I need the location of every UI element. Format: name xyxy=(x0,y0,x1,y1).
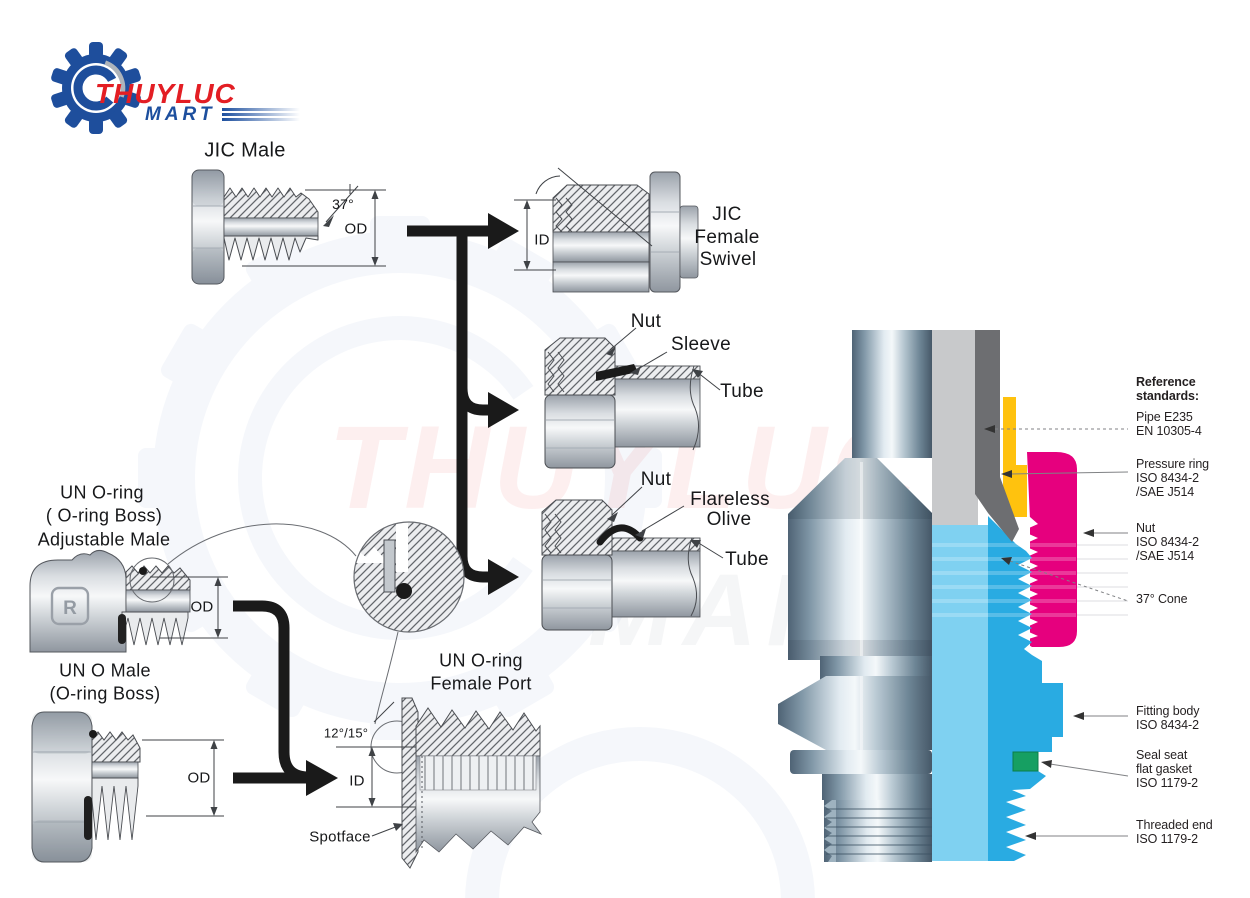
ref-seal-seat: Seal seat flat gasket ISO 1179-2 xyxy=(1136,748,1198,790)
ref-body-line1: Fitting body xyxy=(1136,704,1200,718)
sleeve-tube-label: Tube xyxy=(720,381,764,402)
ref-nut-line1: Nut xyxy=(1136,521,1156,535)
jic-male-title: JIC Male xyxy=(204,139,286,162)
ref-seal-line2: flat gasket xyxy=(1136,762,1192,776)
un-o-male-od: OD xyxy=(187,769,211,787)
reference-heading: Reference standards: xyxy=(1136,375,1199,403)
assembly-tube-3d xyxy=(852,330,932,458)
nut-section xyxy=(1027,452,1077,647)
assembly-nut-3d xyxy=(788,458,932,660)
tube-wall-section xyxy=(975,330,1019,542)
oring-detail-circle xyxy=(353,521,465,774)
ref-pipe-line1: Pipe E235 xyxy=(1136,410,1193,424)
ref-pipe-line2: EN 10305-4 xyxy=(1136,424,1202,438)
seal-gasket-section xyxy=(1012,751,1039,772)
un-o-male-title-line1: UN O Male xyxy=(59,660,151,681)
assembly-threads-3d xyxy=(824,800,932,862)
reference-leaders xyxy=(984,425,1129,840)
flareless-fitting-drawing xyxy=(541,486,724,631)
ref-seal-line3: ISO 1179-2 xyxy=(1136,776,1199,790)
adjustable-title-line1: UN O-ring xyxy=(60,482,144,503)
female-port-id: ID xyxy=(349,772,365,790)
assembly-body-hex-3d xyxy=(778,676,932,750)
reference-heading-line1: Reference xyxy=(1136,375,1196,389)
ref-threaded-end: Threaded end ISO 1179-2 xyxy=(1136,818,1213,846)
jic-male-od: OD xyxy=(344,220,368,238)
ref-nut-line2: ISO 8434-2 xyxy=(1136,535,1199,549)
flareless-olive-label2: Olive xyxy=(706,509,752,530)
jic-female-title-line1: JIC xyxy=(712,204,742,225)
jic-female-title-line2: Female xyxy=(694,227,760,248)
jic-male-drawing xyxy=(191,169,386,285)
logo-brand-text: THUYLUC xyxy=(95,78,236,109)
flow-arrows-top xyxy=(407,225,489,583)
logo-sub-text: MART xyxy=(145,104,216,125)
ref-pipe: Pipe E235 EN 10305-4 xyxy=(1136,410,1202,438)
un-o-male-drawing xyxy=(31,711,224,863)
ref-pressure-line3: /SAE J514 xyxy=(1136,485,1195,499)
sleeve-sleeve-label: Sleeve xyxy=(671,334,731,355)
reference-heading-line2: standards: xyxy=(1136,389,1199,403)
ref-body-line2: ISO 8434-2 xyxy=(1136,718,1199,732)
ref-cone: 37° Cone xyxy=(1136,592,1188,606)
cutaway-assembly xyxy=(778,330,1128,862)
adjustable-od: OD xyxy=(190,598,214,616)
female-port-title-line1: UN O-ring xyxy=(439,650,523,671)
flow-arrowhead-bottom xyxy=(306,760,338,796)
ref-pressure-line2: ISO 8434-2 xyxy=(1136,471,1199,485)
flow-arrows-bottom xyxy=(233,600,310,784)
sleeve-fitting-drawing xyxy=(544,327,721,469)
fitting-body-section-light xyxy=(932,525,988,861)
flow-arrowheads-top xyxy=(488,213,519,595)
jic-male-angle: 37° xyxy=(332,196,354,212)
female-port-angle: 12°/15° xyxy=(323,725,369,741)
fitting-body-section xyxy=(988,516,1063,861)
ref-cone-line1: 37° Cone xyxy=(1136,592,1188,606)
female-port-title-line2: Female Port xyxy=(430,673,532,694)
ref-nut-line3: /SAE J514 xyxy=(1136,549,1195,563)
flareless-tube-label: Tube xyxy=(725,549,769,570)
ref-thread-line1: Threaded end xyxy=(1136,818,1213,832)
logo-gear-icon xyxy=(51,42,141,134)
jic-female-id: ID xyxy=(534,231,550,249)
ref-nut: Nut ISO 8434-2 /SAE J514 xyxy=(1136,521,1199,563)
jic-female-title-line3: Swivel xyxy=(699,249,757,270)
ref-thread-line2: ISO 1179-2 xyxy=(1136,832,1199,846)
ref-fitting-body: Fitting body ISO 8434-2 xyxy=(1136,704,1200,732)
ref-seal-line1: Seal seat xyxy=(1136,748,1188,762)
sleeve-nut-label: Nut xyxy=(630,311,662,332)
logo: THUYLUC MART xyxy=(50,34,330,139)
section-stripes xyxy=(932,543,1076,617)
jic-female-swivel-drawing xyxy=(514,167,699,293)
flareless-olive-label1: Flareless xyxy=(690,489,770,510)
adjustable-title-line3: Adjustable Male xyxy=(37,529,171,550)
adjustable-title-line2: ( O-ring Boss) xyxy=(45,505,163,526)
r-marking: R xyxy=(63,598,77,619)
logo-speed-lines xyxy=(222,108,300,122)
ref-pressure-line1: Pressure ring xyxy=(1136,457,1210,471)
flareless-nut-label: Nut xyxy=(640,469,672,490)
ref-pressure-ring: Pressure ring ISO 8434-2 /SAE J514 xyxy=(1136,457,1209,499)
un-oring-adjustable-male-drawing: R xyxy=(29,523,357,653)
pressure-ring-section xyxy=(1003,397,1027,528)
female-port-spotface: Spotface xyxy=(309,828,371,846)
un-oring-female-port-drawing xyxy=(336,697,543,869)
pipe-wall-section xyxy=(932,330,978,527)
un-o-male-title-line2: (O-ring Boss) xyxy=(49,683,161,704)
